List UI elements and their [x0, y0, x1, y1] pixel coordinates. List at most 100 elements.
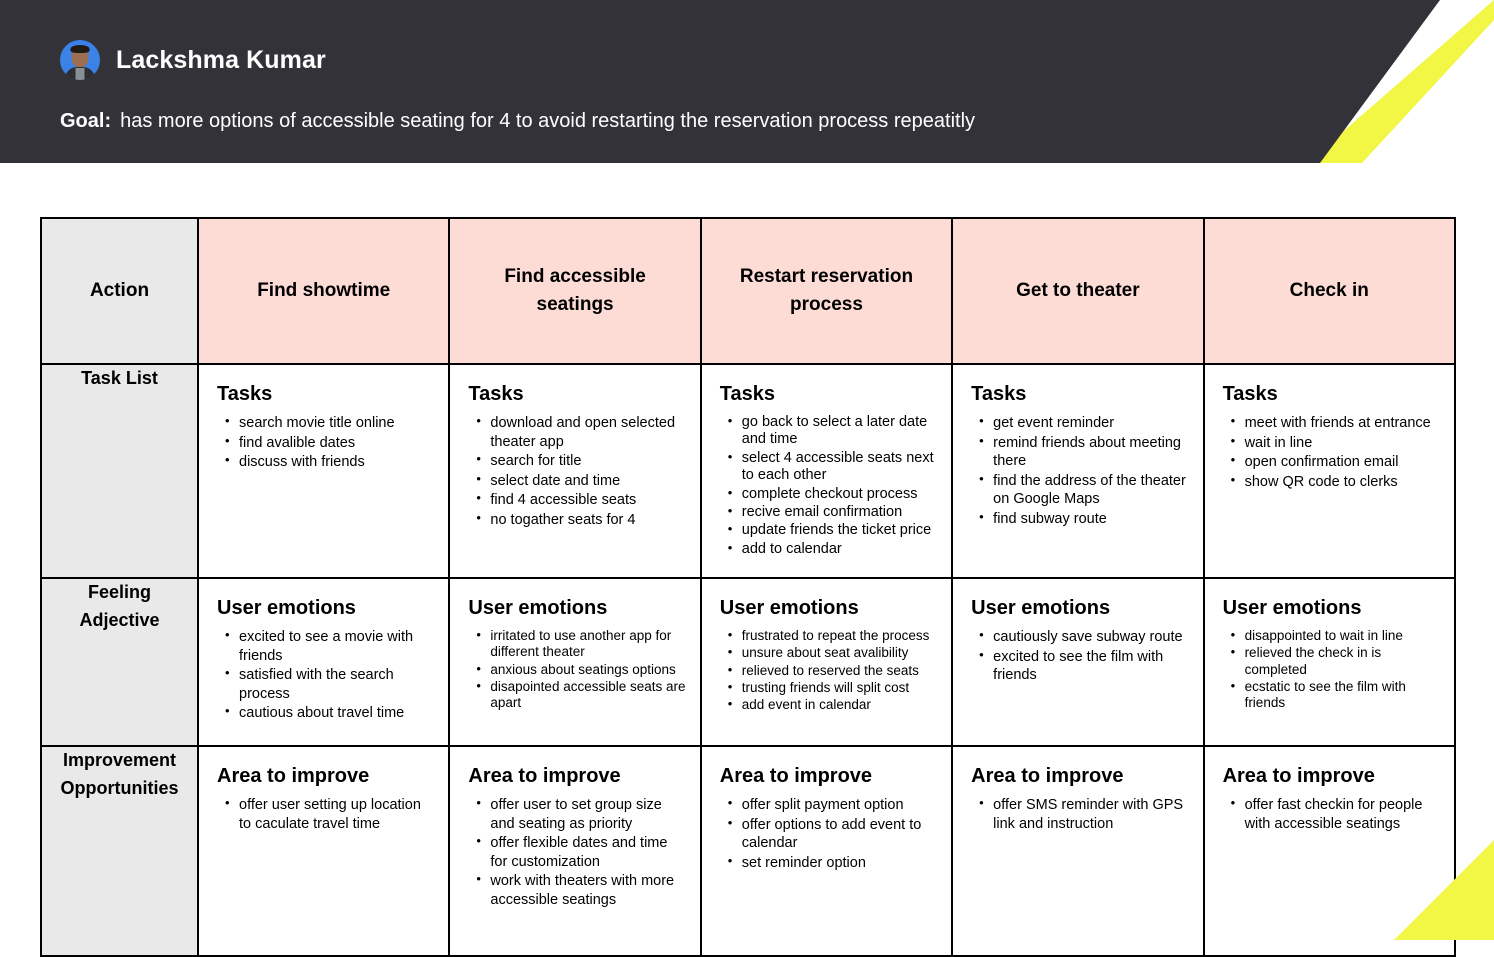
row-label-improvement-opportunities: Improvement Opportunities [40, 745, 199, 957]
persona-identity: Lackshma Kumar [60, 40, 326, 80]
list-item: update friends the ticket price [728, 521, 937, 539]
list-item: find subway route [979, 509, 1188, 529]
cell-title-tasks: Tasks [217, 383, 273, 405]
row-label-line-1: Feeling [87, 582, 151, 603]
cell-title-user-emotions: User emotions [971, 597, 1111, 620]
goal-label: Goal: [60, 110, 112, 132]
cell-title-area-to-improve: Area to improve [719, 765, 873, 788]
list-item: search for title [476, 451, 685, 471]
list-item: offer user setting up location to cacula… [225, 795, 434, 833]
emotion-list: disappointed to wait in linerelieved the… [1223, 627, 1440, 711]
emotion-cell-find-accessible-seatings: User emotions irritated to use another a… [448, 577, 702, 748]
list-item: offer SMS reminder with GPS link and ins… [979, 795, 1188, 833]
list-item: select date and time [476, 471, 685, 491]
list-item: complete checkout process [728, 485, 937, 503]
stage-header-find-accessible-seatings: Find accessible seatings [448, 217, 702, 365]
cell-title-area-to-improve: Area to improve [217, 765, 370, 788]
improvement-cell-find-accessible-seatings: Area to improve offer user to set group … [448, 745, 702, 957]
row-label-line-1: Improvement [62, 750, 177, 771]
cell-title-user-emotions: User emotions [1222, 597, 1362, 620]
list-item: wait in line [1231, 433, 1440, 453]
list-item: offer fast checkin for people with acces… [1231, 795, 1440, 833]
cell-title-tasks: Tasks [468, 383, 524, 405]
task-cell-restart-reservation-process: Tasks go back to select a later date and… [699, 362, 954, 580]
table-row-task-list: Task List Tasks search movie title onlin… [40, 362, 1456, 580]
list-item: download and open selected theater app [476, 413, 685, 451]
task-list: download and open selected theater appse… [468, 413, 685, 530]
list-item: get event reminder [979, 413, 1188, 433]
list-item: find the address of the theater on Googl… [979, 471, 1188, 509]
list-item: disapointed accessible seats are apart [476, 678, 685, 711]
emotion-cell-find-showtime: User emotions excited to see a movie wit… [196, 577, 451, 748]
improvement-cell-restart-reservation-process: Area to improve offer split payment opti… [699, 745, 954, 957]
emotion-cell-restart-reservation-process: User emotions frustrated to repeat the p… [699, 577, 954, 748]
cell-title-tasks: Tasks [1222, 383, 1278, 405]
cell-title-user-emotions: User emotions [468, 597, 608, 620]
header-dark-band [0, 0, 1440, 163]
improvement-list: offer user to set group size and seating… [468, 795, 685, 909]
cell-title-area-to-improve: Area to improve [1222, 765, 1375, 788]
improvement-list: offer user setting up location to cacula… [217, 795, 434, 833]
improvement-cell-get-to-theater: Area to improve offer SMS reminder with … [951, 745, 1205, 957]
task-cell-find-accessible-seatings: Tasks download and open selected theater… [448, 362, 702, 580]
list-item: remind friends about meeting there [979, 433, 1188, 471]
cell-title-user-emotions: User emotions [719, 597, 859, 620]
list-item: show QR code to clerks [1231, 472, 1440, 492]
improvement-list: offer fast checkin for people with acces… [1223, 795, 1440, 833]
row-label-task-list: Task List [40, 362, 199, 580]
table-row-feeling-adjective: Feeling Adjective User emotions excited … [40, 577, 1456, 748]
list-item: satisfied with the search process [225, 665, 434, 703]
list-item: relieved the check in is completed [1231, 644, 1440, 677]
list-item: go back to select a later date and time [728, 413, 937, 449]
list-item: offer flexible dates and time for custom… [476, 833, 685, 871]
list-item: trusting friends will split cost [728, 679, 937, 696]
list-item: meet with friends at entrance [1231, 413, 1440, 433]
goal-text: has more options of accessible seating f… [120, 110, 976, 132]
improvement-list: offer SMS reminder with GPS link and ins… [971, 795, 1188, 833]
cell-title-tasks: Tasks [971, 383, 1027, 405]
task-cell-find-showtime: Tasks search movie title onlinefind aval… [196, 362, 451, 580]
emotion-list: cautiously save subway routeexcited to s… [971, 627, 1188, 685]
persona-name: Lackshma Kumar [116, 45, 326, 74]
cell-title-tasks: Tasks [719, 383, 776, 405]
list-item: excited to see the film with friends [979, 647, 1188, 685]
cell-title-user-emotions: User emotions [217, 597, 356, 620]
journey-map-table: Action Find showtime Find accessible sea… [40, 217, 1456, 957]
list-item: ecstatic to see the film with friends [1231, 678, 1440, 711]
list-item: select 4 accessible seats next to each o… [728, 449, 937, 485]
list-item: offer options to add event to calendar [728, 815, 937, 853]
stage-header-get-to-theater: Get to theater [951, 217, 1205, 365]
list-item: excited to see a movie with friends [225, 627, 434, 665]
task-list: go back to select a later date and times… [720, 413, 937, 558]
emotion-list: frustrated to repeat the processunsure a… [720, 627, 937, 713]
list-item: relieved to reserved the seats [728, 661, 937, 679]
table-row-action: Action Find showtime Find accessible sea… [40, 217, 1456, 365]
list-item: open confirmation email [1231, 452, 1440, 472]
task-cell-check-in: Tasks meet with friends at entrancewait … [1202, 362, 1456, 580]
cell-title-area-to-improve: Area to improve [971, 765, 1124, 788]
task-list: meet with friends at entrancewait in lin… [1223, 413, 1440, 492]
list-item: offer user to set group size and seating… [476, 795, 685, 833]
row-label-action: Action [40, 217, 199, 365]
list-item: unsure about seat avalibility [728, 644, 937, 661]
persona-header: Lackshma Kumar Goal: has more options of… [0, 0, 1494, 175]
list-item: cautious about travel time [225, 703, 434, 723]
list-item: no togather seats for 4 [476, 510, 685, 530]
task-cell-get-to-theater: Tasks get event reminderremind friends a… [951, 362, 1205, 580]
stage-header-check-in: Check in [1202, 217, 1456, 365]
cell-title-area-to-improve: Area to improve [468, 765, 621, 788]
improvement-cell-find-showtime: Area to improve offer user setting up lo… [196, 745, 451, 957]
list-item: frustrated to repeat the process [728, 627, 937, 644]
stage-header-restart-reservation-process: Restart reservation process [699, 217, 954, 365]
list-item: recive email confirmation [728, 503, 937, 521]
list-item: irritated to use another app for differe… [476, 627, 685, 660]
row-label-line-2: Opportunities [60, 778, 179, 799]
list-item: add to calendar [728, 540, 937, 558]
emotion-list: irritated to use another app for differe… [468, 627, 685, 711]
emotion-cell-get-to-theater: User emotions cautiously save subway rou… [951, 577, 1205, 748]
row-label-line-2: Adjective [79, 610, 160, 631]
table-row-improvement-opportunities: Improvement Opportunities Area to improv… [40, 745, 1456, 957]
persona-goal: Goal: has more options of accessible sea… [60, 110, 975, 133]
list-item: find 4 accessible seats [476, 490, 685, 510]
emotion-list: excited to see a movie with friendssatis… [217, 627, 434, 723]
